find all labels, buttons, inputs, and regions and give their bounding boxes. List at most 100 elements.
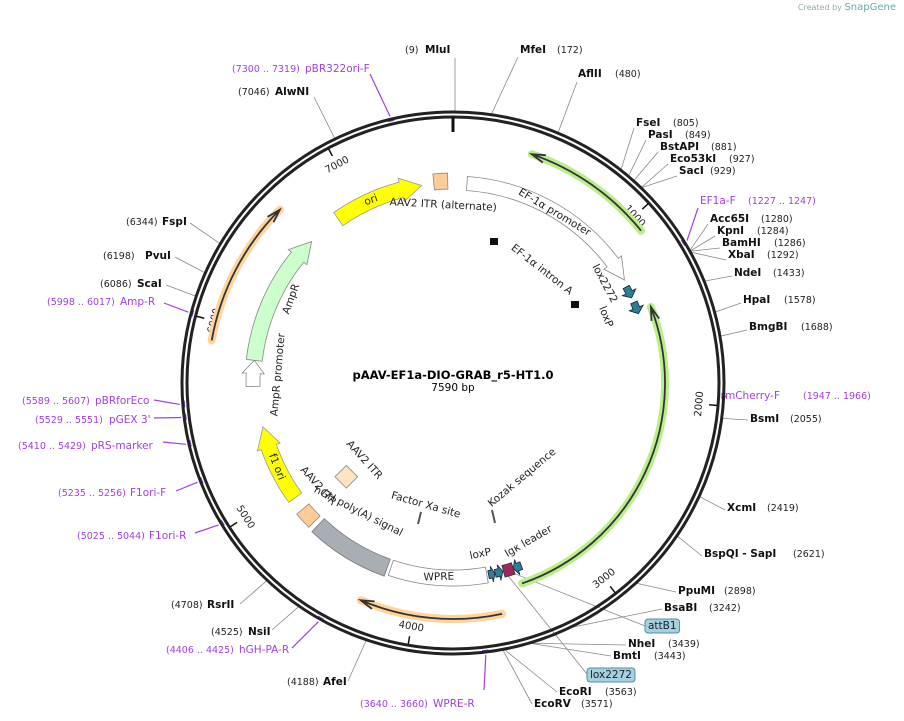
primer-pbrforeco: pBRforEco xyxy=(95,395,149,407)
leader-line-bsabi xyxy=(573,608,663,628)
feature-tag-attb1: attB1 xyxy=(648,620,677,632)
site-labels: MluI(9)MfeI(172)AflII(480)FseI(805)PasI(… xyxy=(18,44,871,710)
leader-line-bsmi xyxy=(722,417,749,421)
feature-label-factor-xa: Factor Xa site xyxy=(390,490,462,521)
aav2-itr-alt-box xyxy=(432,172,449,191)
enzyme-xbai: XbaI xyxy=(728,249,755,261)
enzyme-rsrii: RsrII xyxy=(207,599,234,611)
orange-arc-bottom-arrowhead xyxy=(357,599,375,610)
enzyme-afei-position: (4188) xyxy=(287,677,319,688)
enzyme-scai: ScaI xyxy=(137,278,162,290)
leader-line-scai xyxy=(165,284,196,297)
enzyme-aflii: AflII xyxy=(578,68,602,80)
green-arc-right xyxy=(521,306,666,585)
primer-amp-r: Amp-R xyxy=(120,296,155,308)
feature-tag-box xyxy=(586,667,636,683)
enzyme-eco53ki: Eco53kI xyxy=(670,153,716,165)
enzyme-ecori: EcoRI xyxy=(559,686,592,698)
primer-f1ori-r: F1ori-R xyxy=(149,530,186,542)
primer-ef1a-f-position: (1227 .. 1247) xyxy=(748,196,816,207)
leader-line-fspi xyxy=(189,222,220,244)
enzyme-aflii-position: (480) xyxy=(615,69,641,80)
enzyme-mfei: MfeI xyxy=(520,44,546,56)
tick-label: 7000 xyxy=(324,154,352,176)
leader-line-rsrii xyxy=(239,580,267,605)
leader-line-eco53ki xyxy=(641,163,669,188)
enzyme-bsmi-position: (2055) xyxy=(790,414,822,425)
intron-marker-icon xyxy=(571,301,579,308)
enzyme-xcmi-position: (2419) xyxy=(767,503,799,514)
enzyme-bspqi-sapi-position: (2621) xyxy=(793,549,825,560)
feature-label-loxp-top: loxP xyxy=(596,305,615,330)
leader-line-f1ori-f xyxy=(175,481,198,492)
leader-line-bamhi xyxy=(690,247,721,252)
leader-line-mfei xyxy=(491,56,519,114)
credit-brand: SnapGene xyxy=(844,2,896,13)
tick-mark xyxy=(229,521,238,528)
tick-label: 5000 xyxy=(234,504,257,531)
enzyme-bmgbi-position: (1688) xyxy=(801,322,833,333)
leader-line-hpai xyxy=(715,302,742,313)
primer-ef1a-f: EF1a-F xyxy=(700,195,736,207)
enzyme-nsii-position: (4525) xyxy=(211,627,243,638)
enzyme-nhei-position: (3439) xyxy=(668,639,700,650)
leader-line-lox2272 xyxy=(507,575,588,675)
enzyme-acc65i: Acc65I xyxy=(710,213,749,225)
enzyme-scai-position: (6086) xyxy=(100,279,132,290)
orange-arc-left-arrowhead xyxy=(267,207,282,223)
leader-line-pbrforeco xyxy=(153,399,180,406)
ef1a-promoter-arrow xyxy=(466,176,625,281)
aav2-itr-box xyxy=(296,503,321,528)
enzyme-mlui-position: (9) xyxy=(405,45,418,56)
primer-pbrforeco-position: (5589 .. 5607) xyxy=(22,396,90,407)
leader-line-alwni xyxy=(313,96,335,139)
ampr-arrow xyxy=(245,240,313,362)
enzyme-rsrii-position: (4708) xyxy=(171,600,203,611)
enzyme-afei: AfeI xyxy=(323,676,347,688)
intron-marker-icon xyxy=(490,238,498,245)
leader-line-fsei xyxy=(620,127,635,170)
enzyme-bmti-position: (3443) xyxy=(654,651,686,662)
enzyme-fsei: FseI xyxy=(636,117,660,129)
enzyme-bsabi-position: (3242) xyxy=(709,603,741,614)
kozak-mark xyxy=(491,509,496,524)
leader-line-amp-r xyxy=(163,302,189,313)
enzyme-hpai: HpaI xyxy=(743,294,770,306)
tick-mark xyxy=(609,585,616,594)
aav2-itr-inner-box xyxy=(334,464,359,489)
feature-tag-lox2272: lox2272 xyxy=(590,669,632,681)
tick-mark xyxy=(407,636,411,645)
orange-arc-left xyxy=(210,209,281,341)
green-arc-top xyxy=(531,153,642,232)
factor-xa-mark xyxy=(417,511,422,525)
leader-line-xbai xyxy=(691,251,727,261)
leader-line-saci xyxy=(642,175,678,188)
leader-line-xcmi xyxy=(699,496,726,511)
leader-line-bstapi xyxy=(633,151,659,181)
plasmid-length: 7590 bp xyxy=(431,382,475,394)
tick-mark xyxy=(709,404,718,407)
primer-hgh-pa-r-position: (4406 .. 4425) xyxy=(166,645,234,656)
feature-label-wpre: WPRE xyxy=(423,570,454,583)
enzyme-ppumi-position: (2898) xyxy=(724,586,756,597)
leader-line-prs-marker xyxy=(162,441,187,445)
enzyme-bsmi: BsmI xyxy=(750,413,779,425)
leader-line-nsii xyxy=(271,606,299,631)
leader-line-kpni xyxy=(690,235,716,252)
enzyme-kpni: KpnI xyxy=(717,225,744,237)
primer-f1ori-f-position: (5235 .. 5256) xyxy=(58,488,126,499)
enzyme-alwni-position: (7046) xyxy=(238,87,270,98)
enzyme-bspqi-sapi: BspQI - SapI xyxy=(704,548,776,560)
leader-line-pasi xyxy=(628,139,647,176)
leader-line-ppumi xyxy=(636,583,677,593)
leader-line-wpre-r xyxy=(483,654,487,691)
enzyme-ndei-position: (1433) xyxy=(773,268,805,279)
leader-line-bspqi-sapi xyxy=(677,536,703,557)
enzyme-bsabi: BsaBI xyxy=(664,602,697,614)
loxp-top-arrow xyxy=(628,300,645,315)
tick-mark xyxy=(641,203,649,210)
enzyme-ndei: NdeI xyxy=(734,267,761,279)
leader-line-hgh-pa-r xyxy=(291,621,319,649)
hgh-polya-box xyxy=(311,518,391,577)
enzyme-eco53ki-position: (927) xyxy=(729,154,755,165)
